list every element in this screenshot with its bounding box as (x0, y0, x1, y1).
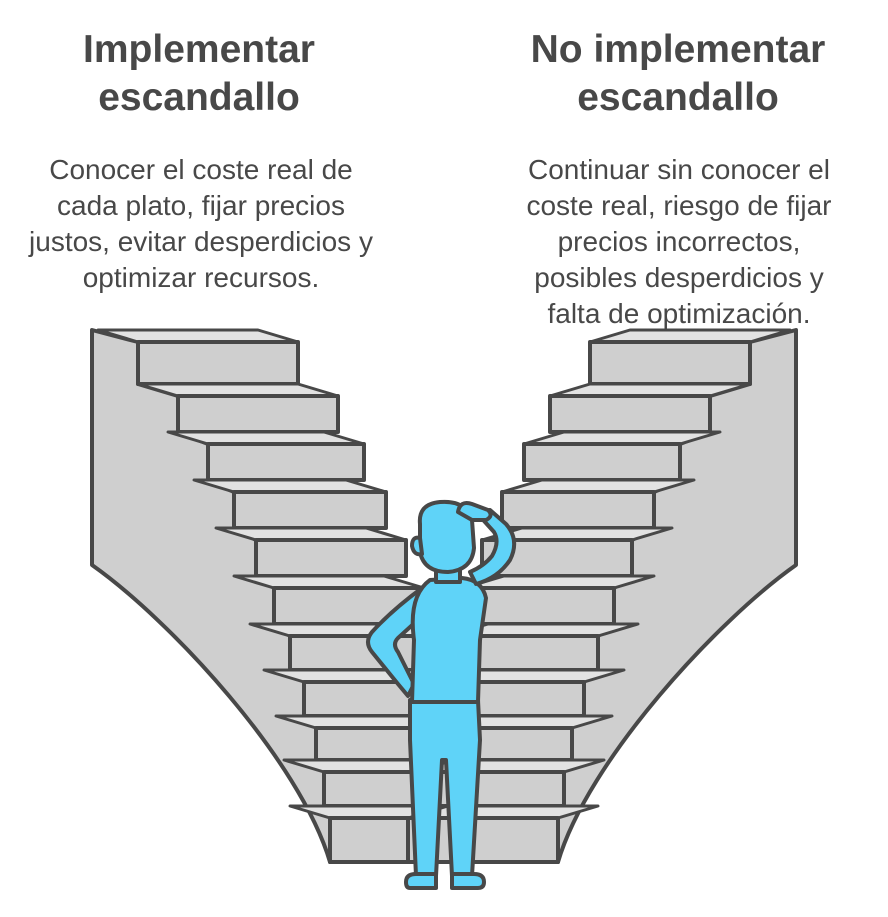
left-step-4 (232, 490, 388, 530)
right-step-2 (548, 394, 712, 434)
left-step-5 (254, 538, 408, 578)
confused-person-icon (366, 499, 517, 890)
option-left-description: Conocer el coste real de cada plato, fij… (29, 154, 373, 293)
person-right-foot (450, 872, 486, 890)
person-head (417, 499, 476, 574)
left-step-2 (176, 394, 340, 434)
right-step-3 (522, 442, 682, 482)
person-ear (410, 535, 424, 557)
right-step-4 (500, 490, 656, 530)
right-step-1 (588, 340, 752, 386)
person-torso (410, 576, 488, 704)
left-step-3 (206, 442, 366, 482)
option-right-title: No implementar escandallo (530, 28, 826, 119)
left-step-1 (136, 340, 300, 386)
option-left-title: Implementar escandallo (83, 28, 315, 119)
option-right-description: Continuar sin conocer el coste real, rie… (526, 154, 832, 329)
person-left-foot (404, 872, 438, 890)
person-hand (456, 501, 493, 522)
person-left-arm (366, 586, 424, 698)
person-legs (408, 698, 482, 878)
